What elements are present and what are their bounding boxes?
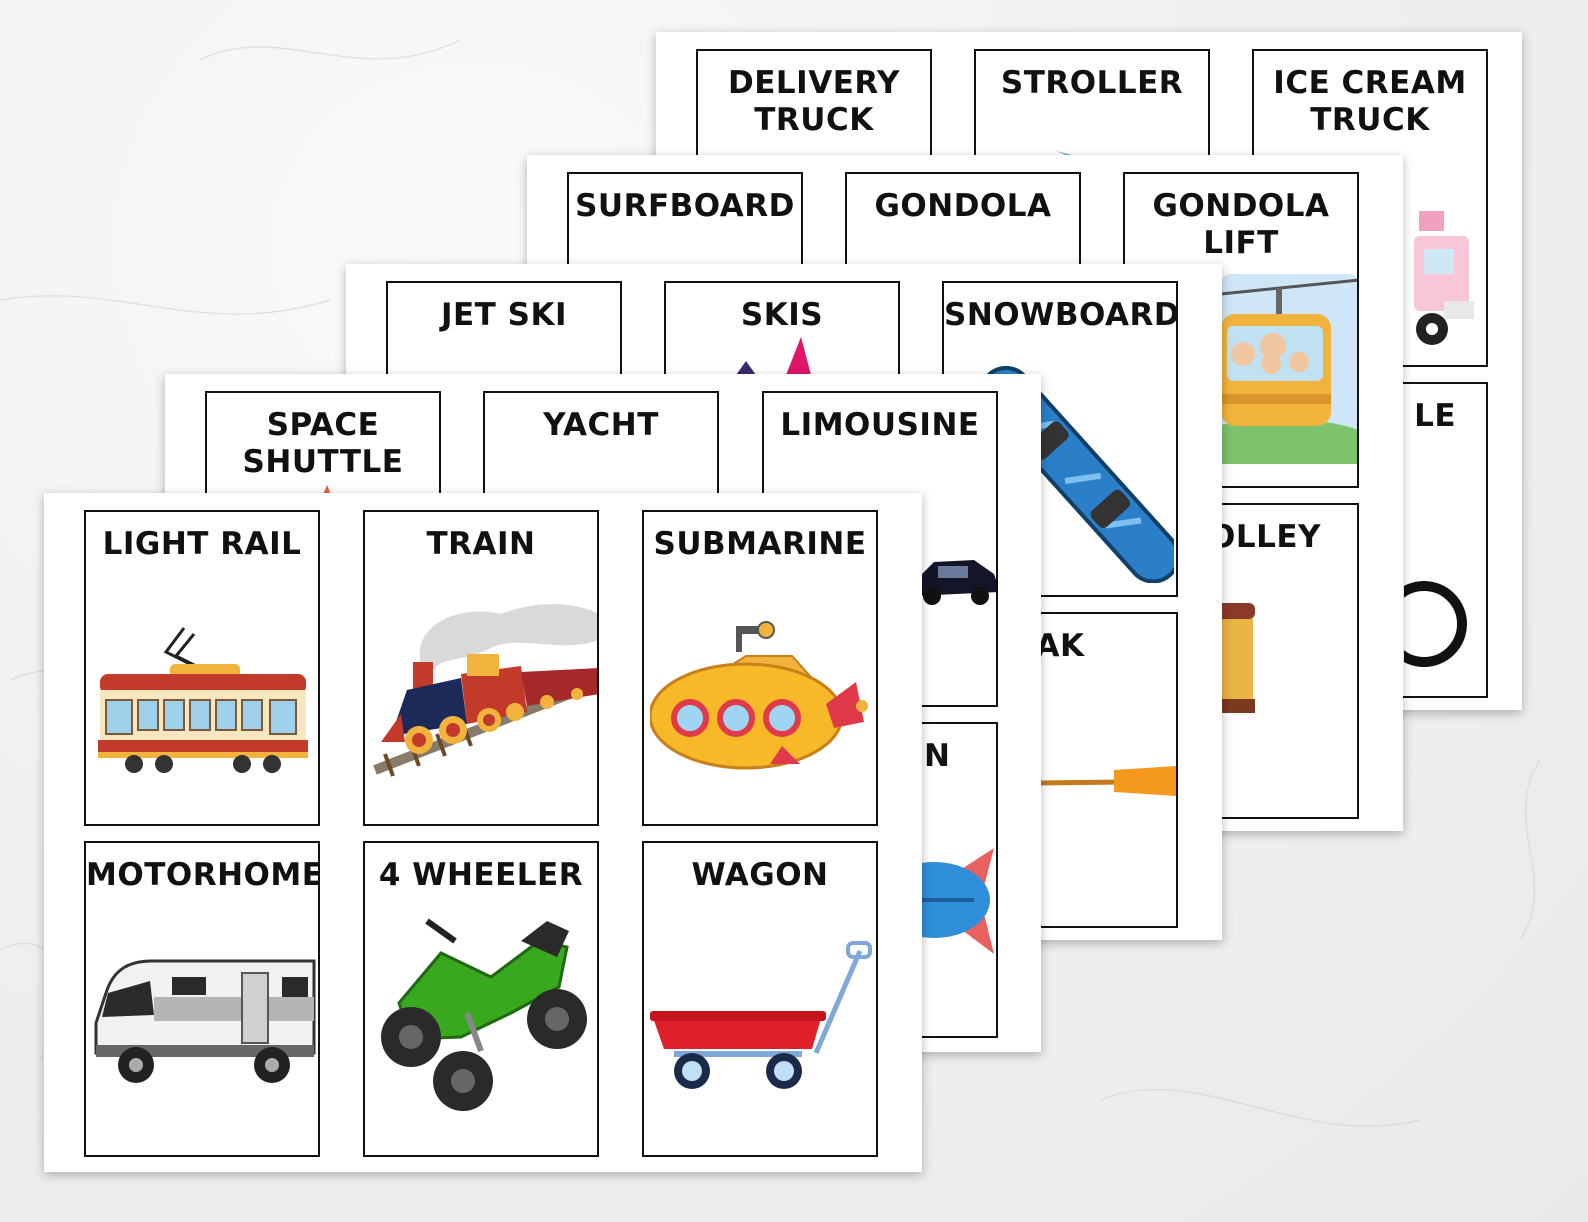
card-label: MOTORHOME	[86, 857, 320, 893]
card-label: LIGHT RAIL	[102, 526, 302, 562]
card-label: TRAIN	[426, 526, 536, 562]
card-label: SURFBOARD	[575, 188, 795, 224]
card-train: TRAIN	[363, 510, 599, 826]
card-label: LE	[1414, 398, 1456, 434]
bicycle-wheel-icon	[1404, 581, 1467, 667]
card-label: ICE CREAM TRUCK	[1273, 65, 1467, 138]
blimp-icon	[914, 848, 994, 954]
card-label: DELIVERY TRUCK	[728, 65, 900, 138]
card-label: SNOWBOARD	[944, 297, 1178, 333]
sheet-5: LIGHT RAIL TRAIN	[44, 493, 922, 1172]
card-label: YACHT	[543, 407, 659, 443]
ice-cream-truck-icon	[1414, 211, 1474, 345]
card-motorhome: MOTORHOME	[84, 841, 320, 1157]
card-label: 4 WHEELER	[378, 857, 584, 893]
card-label: GONDOLA LIFT	[1152, 188, 1330, 261]
skis-icon	[736, 337, 811, 375]
card-label: SUBMARINE	[653, 526, 867, 562]
card-label: N	[924, 738, 951, 774]
card-label: SKIS	[740, 297, 824, 333]
card-submarine: SUBMARINE	[642, 510, 878, 826]
card-label: LIMOUSINE	[780, 407, 980, 443]
rv-icon	[94, 959, 316, 1083]
wagon-icon	[650, 941, 872, 1089]
submarine-icon	[650, 621, 868, 770]
card-light-rail: LIGHT RAIL	[84, 510, 320, 826]
card-4-wheeler: 4 WHEELER	[363, 841, 599, 1157]
card-label: GONDOLA	[874, 188, 1052, 224]
card-label: SPACE SHUTTLE	[242, 407, 404, 480]
steam-locomotive-icon	[373, 604, 597, 777]
limousine-icon	[914, 560, 996, 605]
card-label: STROLLER	[1000, 65, 1184, 101]
card-label: OLLEY	[1209, 519, 1321, 555]
cable-car-icon	[1221, 274, 1357, 464]
tram-icon	[98, 627, 308, 773]
card-label: JET SKI	[440, 297, 568, 333]
card-wagon: WAGON	[642, 841, 878, 1157]
atv-icon	[381, 918, 587, 1111]
card-label: WAGON	[691, 857, 829, 893]
